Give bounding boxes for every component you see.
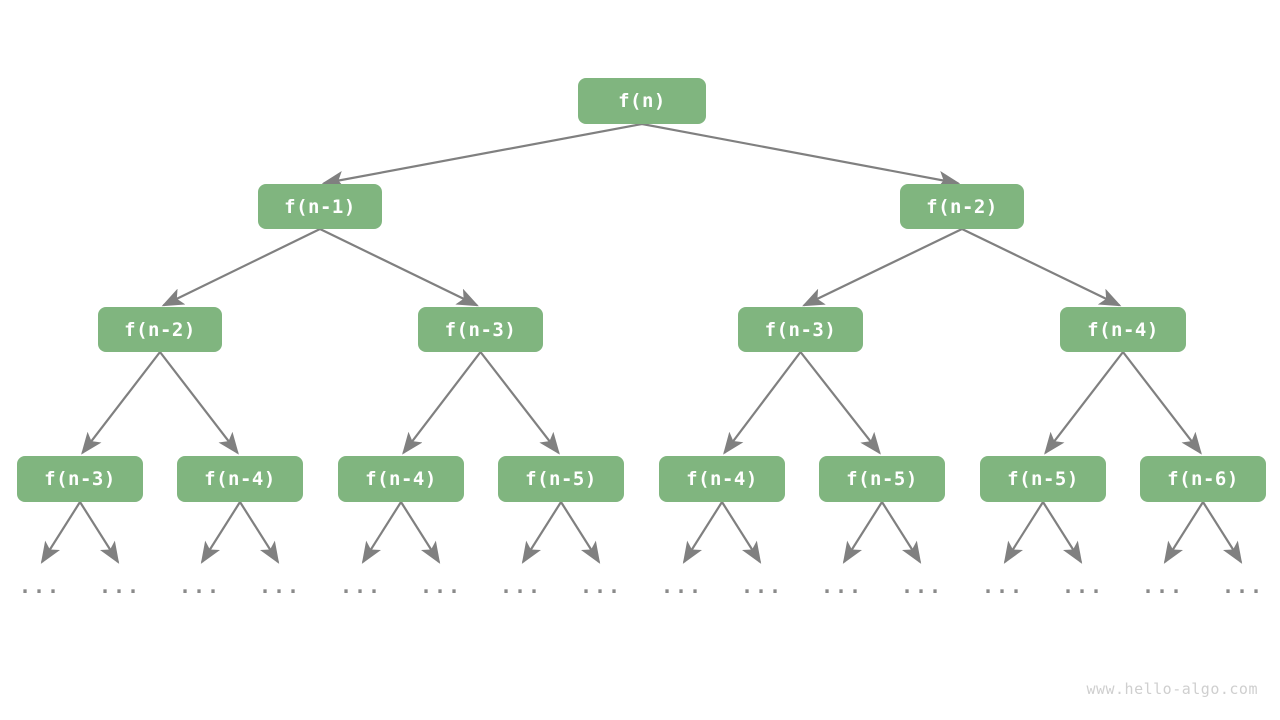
tree-node: f(n-5) — [819, 456, 945, 502]
tree-edge — [961, 228, 1122, 307]
tree-node-label: f(n-2) — [926, 195, 998, 218]
tree-node-label: f(n-3) — [764, 318, 837, 341]
ellipsis-marker: ... — [579, 574, 623, 598]
tree-edge — [641, 122, 961, 189]
leaf-edge — [521, 501, 562, 564]
leaf-edge — [682, 501, 723, 564]
leaf-edge — [40, 501, 81, 564]
leaf-edge — [721, 501, 762, 564]
ellipsis-marker: ... — [258, 574, 302, 598]
leaf-edge — [1003, 501, 1044, 564]
watermark: www.hello-algo.com — [1086, 680, 1258, 698]
tree-node: f(n) — [578, 78, 706, 124]
ellipsis-marker: ... — [1141, 574, 1185, 598]
ellipsis-marker: ... — [419, 574, 463, 598]
tree-edge — [321, 122, 643, 189]
tree-node: f(n-4) — [1060, 307, 1186, 352]
tree-node-label: f(n-4) — [204, 468, 276, 490]
leaf-edge — [200, 501, 241, 564]
leaf-edge — [560, 501, 601, 564]
tree-node-label: f(n-5) — [1007, 468, 1079, 490]
tree-edge — [723, 351, 802, 455]
tree-node-label: f(n-4) — [686, 468, 758, 490]
tree-node-label: f(n-3) — [44, 468, 116, 490]
tree-node-label: f(n-4) — [1087, 318, 1159, 341]
tree-node: f(n-6) — [1140, 456, 1266, 502]
ellipsis-marker: ... — [900, 574, 944, 598]
leaf-edge — [1042, 501, 1083, 564]
tree-node-label: f(n-3) — [444, 318, 517, 341]
ellipsis-marker: ... — [981, 574, 1025, 598]
ellipsis-marker: ... — [499, 574, 543, 598]
tree-node: f(n-4) — [177, 456, 303, 502]
leaf-edge — [361, 501, 402, 564]
tree-node: f(n-2) — [900, 184, 1024, 229]
tree-edge — [802, 228, 963, 307]
tree-edge — [402, 351, 482, 455]
tree-edge — [159, 351, 239, 455]
tree-node: f(n-3) — [738, 307, 863, 352]
tree-node: f(n-4) — [338, 456, 464, 502]
ellipsis-marker: ... — [1061, 574, 1105, 598]
tree-node: f(n-4) — [659, 456, 785, 502]
leaf-edge — [1202, 501, 1243, 564]
ellipsis-marker: ... — [820, 574, 864, 598]
tree-node: f(n-5) — [980, 456, 1106, 502]
tree-node-label: f(n) — [618, 90, 666, 112]
leaf-edge — [1163, 501, 1204, 564]
tree-edge — [479, 351, 560, 455]
leaf-edge — [842, 501, 883, 564]
ellipsis-marker: ... — [18, 574, 62, 598]
tree-node-label: f(n-6) — [1167, 468, 1239, 490]
tree-node: f(n-5) — [498, 456, 624, 502]
tree-node-label: f(n-5) — [846, 468, 918, 490]
tree-edge — [81, 351, 161, 455]
ellipsis-marker: ... — [1221, 574, 1265, 598]
tree-node: f(n-2) — [98, 307, 222, 352]
ellipsis-marker: ... — [98, 574, 142, 598]
leaf-edge — [400, 501, 441, 564]
tree-node-label: f(n-5) — [525, 468, 597, 490]
tree-edge — [799, 351, 881, 455]
tree-node: f(n-1) — [258, 184, 382, 229]
ellipsis-marker: ... — [660, 574, 704, 598]
ellipsis-marker: ... — [740, 574, 784, 598]
leaf-edge — [239, 501, 280, 564]
tree-edge — [161, 228, 321, 307]
ellipsis-marker: ... — [178, 574, 222, 598]
tree-node-label: f(n-4) — [365, 468, 437, 490]
tree-edge — [319, 228, 479, 307]
leaf-edge — [881, 501, 922, 564]
leaf-edge — [79, 501, 120, 564]
tree-node-label: f(n-2) — [124, 318, 196, 341]
tree-edge — [1044, 351, 1124, 455]
tree-node: f(n-3) — [17, 456, 143, 502]
tree-edge — [1122, 351, 1202, 455]
tree-node-label: f(n-1) — [284, 195, 356, 218]
ellipsis-marker: ... — [339, 574, 383, 598]
tree-node: f(n-3) — [418, 307, 543, 352]
